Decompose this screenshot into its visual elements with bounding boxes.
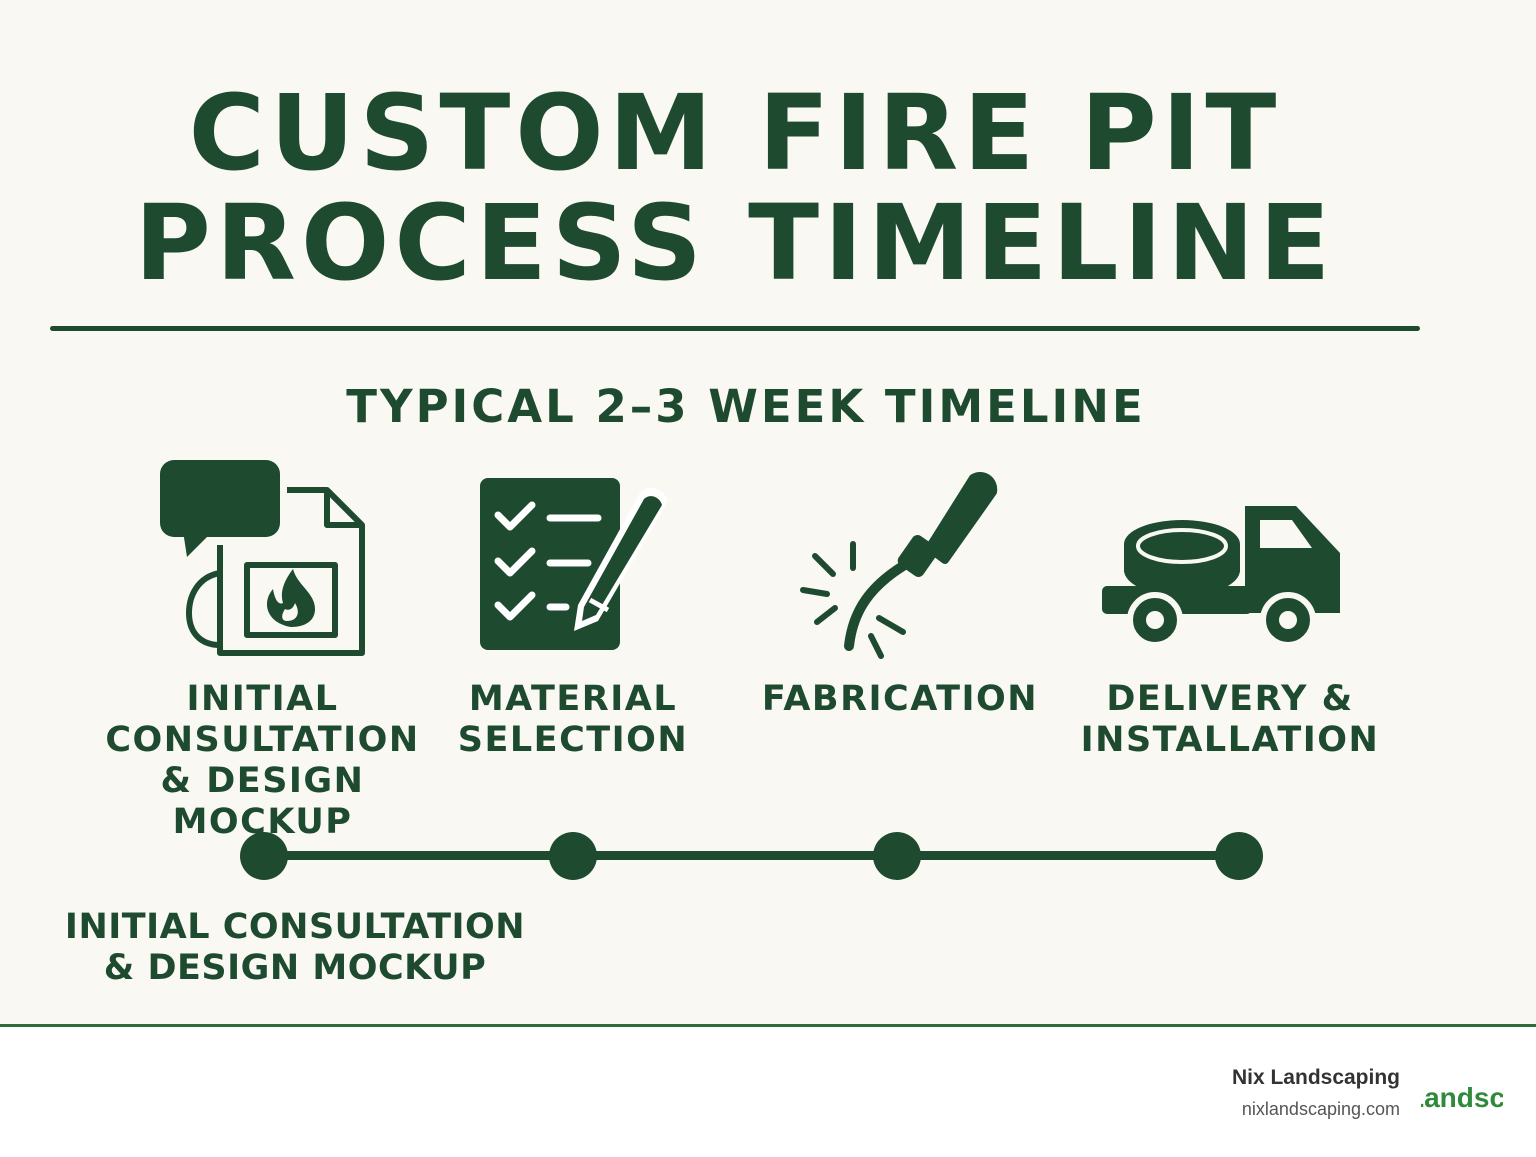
timeline-subtitle: TYPICAL 2–3 WEEK TIMELINE [346, 380, 1146, 433]
timeline-caption: INITIAL CONSULTATION & DESIGN MOCKUP [64, 907, 526, 988]
step-label-material: MATERIAL SELECTION [457, 679, 689, 760]
timeline-node-4 [1215, 832, 1263, 880]
consultation-design-icon [160, 460, 365, 656]
brand-logo: Landsc [1421, 1082, 1503, 1122]
welding-torch-icon [800, 471, 998, 659]
timeline-track [262, 851, 1240, 860]
brand-url[interactable]: nixlandscaping.com [1241, 1099, 1400, 1119]
checklist-pencil-icon [480, 478, 668, 650]
timeline-node-1 [240, 832, 288, 880]
delivery-truck-icon [1102, 506, 1340, 648]
logo-text: Landsc [1421, 1082, 1503, 1113]
page-title: CUSTOM FIRE PIT PROCESS TIMELINE [134, 72, 1336, 304]
title-divider [50, 326, 1420, 331]
timeline-node-2 [549, 832, 597, 880]
step-label-consultation: INITIAL CONSULTATION & DESIGN MOCKUP [105, 679, 420, 842]
step-label-delivery: DELIVERY & INSTALLATION [1080, 679, 1380, 760]
timeline-node-3 [873, 832, 921, 880]
footer [0, 1024, 1536, 1157]
brand-name: Nix Landscaping [1231, 1066, 1400, 1089]
step-label-fabrication: FABRICATION [761, 679, 1039, 719]
